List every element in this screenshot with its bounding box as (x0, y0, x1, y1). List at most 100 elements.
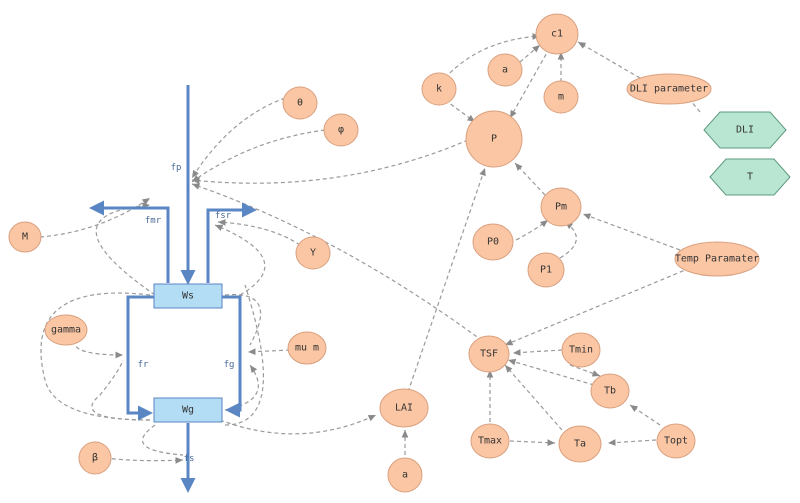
flow-fmr-label: fmr (145, 216, 162, 226)
link-topt-tb (629, 404, 661, 426)
node-p0[interactable]: P0 (472, 223, 514, 261)
link-dli-dli-parameter (689, 99, 701, 113)
link-tsf-fp (191, 183, 489, 346)
input-dli-label: DLI (736, 125, 754, 136)
node-p0-label: P0 (487, 237, 499, 248)
node-lai[interactable]: LAI (379, 388, 429, 428)
node-p1[interactable]: P1 (527, 252, 565, 288)
flow-fmr-pipe (89, 200, 170, 283)
node-m[interactable]: m (543, 80, 579, 114)
node-y-label: Y (310, 248, 316, 259)
input-t-label: T (747, 172, 753, 183)
node-p[interactable]: P (465, 110, 523, 168)
link-wg-fs (142, 424, 184, 456)
link-phi-fp (191, 129, 326, 183)
link-temp-paramater-pm (582, 213, 681, 251)
node-p1-label: P1 (540, 265, 552, 276)
link-theta-fp (191, 97, 286, 179)
node-theta-label: θ (297, 98, 303, 109)
node-tb[interactable]: Tb (590, 373, 630, 409)
node-gamma[interactable]: gamma (44, 314, 88, 346)
node-phi-label: φ (338, 125, 344, 136)
node-theta[interactable]: θ (282, 86, 318, 120)
link-ws-loop-left (40, 292, 151, 421)
node-dli-parameter-label: DLI parameter (630, 84, 708, 95)
link-c1-p (509, 41, 554, 119)
node-beta[interactable]: β (78, 441, 112, 475)
flow-pipes (89, 85, 257, 493)
flow-fg-pipe (222, 295, 242, 418)
flow-fr-label: fr (138, 360, 149, 370)
link-wg-fg (224, 364, 259, 411)
link-ws-fsr (214, 224, 266, 296)
node-phi[interactable]: φ (323, 113, 359, 147)
link-dli-parameter-c1 (577, 41, 641, 79)
flow-fsr-label: fsr (215, 211, 232, 221)
node-ta-label: Ta (574, 439, 586, 450)
dependency-links (39, 33, 701, 464)
link-wg-fsr-loop (224, 284, 264, 426)
node-topt[interactable]: Topt (656, 423, 696, 459)
node-tb-label: Tb (604, 386, 616, 397)
node-a-top[interactable]: a (487, 53, 523, 87)
node-temp-paramater[interactable]: Temp Paramater (674, 241, 760, 277)
node-a-bottom[interactable]: a (387, 457, 423, 493)
node-tmax[interactable]: Tmax (470, 423, 510, 459)
node-big-m[interactable]: M (8, 221, 42, 253)
node-tmin[interactable]: Tmin (561, 332, 601, 368)
link-k-p (444, 99, 476, 123)
link-ws-fg (224, 294, 261, 346)
node-tsf[interactable]: TSF (468, 335, 510, 373)
node-pm-label: Pm (555, 202, 567, 213)
link-gamma-fr (74, 339, 124, 359)
node-k-label: k (436, 84, 442, 95)
node-c1[interactable]: c1 (535, 13, 579, 55)
link-wg-lai (219, 414, 377, 435)
node-gamma-label: gamma (51, 325, 81, 336)
node-pm[interactable]: Pm (540, 187, 582, 227)
stock-ws[interactable]: Ws (153, 283, 223, 309)
node-tsf-label: TSF (480, 349, 498, 360)
input-dli[interactable]: DLI (703, 111, 787, 149)
link-tmin-tsf (512, 349, 563, 356)
link-wg-fr (91, 359, 151, 421)
stock-ws-label: Ws (182, 291, 194, 302)
node-m-label: m (558, 92, 564, 103)
flow-fs-label: fs (184, 454, 195, 464)
node-c1-label: c1 (551, 29, 563, 40)
flow-fp-label: fp (171, 163, 182, 173)
link-topt-ta (607, 439, 657, 446)
link-p0-pm (515, 219, 549, 241)
node-beta-label: β (92, 453, 98, 464)
link-y-fsr (217, 219, 301, 246)
link-m-fmr (39, 197, 151, 238)
node-temp-paramater-label: Temp Paramater (675, 254, 759, 265)
link-ta-tsf (504, 364, 563, 431)
link-tmin-tb (569, 364, 601, 377)
node-lai-label: LAI (395, 403, 413, 414)
node-a-top-label: a (502, 65, 508, 76)
link-a-c1 (519, 44, 541, 63)
link-tb-tsf (507, 358, 595, 386)
node-tmin-label: Tmin (569, 345, 593, 356)
link-pm-p (514, 162, 546, 196)
stock-wg-label: Wg (182, 405, 194, 416)
node-mu-m[interactable]: mu m (287, 331, 327, 365)
flow-fg-label: fg (224, 360, 235, 370)
node-topt-label: Topt (664, 436, 688, 447)
flow-fr-pipe (126, 295, 154, 421)
stock-wg[interactable]: Wg (153, 397, 223, 423)
node-y[interactable]: Y (295, 236, 331, 270)
link-lai-p (407, 167, 486, 393)
node-k[interactable]: k (421, 72, 457, 106)
link-k-c1 (444, 33, 541, 79)
link-p-fp (191, 139, 469, 185)
node-p-label: P (491, 134, 497, 145)
input-t[interactable]: T (709, 158, 791, 196)
link-beta-fs (104, 456, 184, 464)
link-tmax-ta (509, 439, 556, 447)
node-dli-parameter[interactable]: DLI parameter (626, 73, 712, 105)
node-ta[interactable]: Ta (558, 425, 602, 463)
